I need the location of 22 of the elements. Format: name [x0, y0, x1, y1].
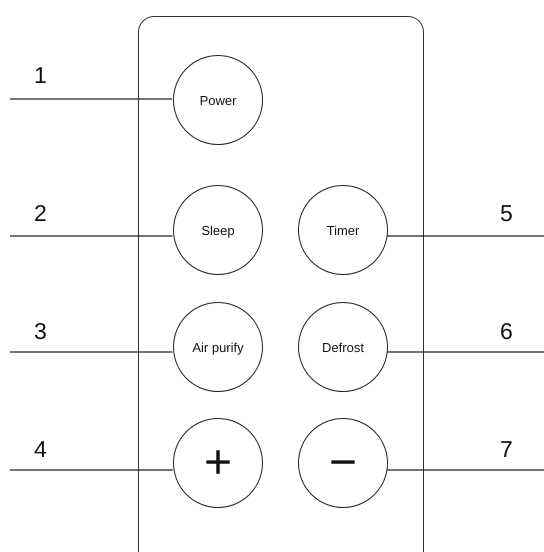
button-label: − — [328, 439, 358, 487]
callout-number: 4 — [34, 436, 47, 462]
leader-line — [386, 469, 544, 471]
callout-number: 6 — [500, 318, 513, 344]
leader-line — [386, 351, 544, 353]
callout-number: 5 — [500, 200, 513, 226]
leader-line — [386, 235, 544, 237]
button-label: Defrost — [322, 340, 364, 354]
callout-number: 3 — [34, 318, 47, 344]
button-label: Sleep — [201, 224, 235, 236]
leader-line — [10, 351, 172, 353]
button-label: Power — [200, 94, 236, 106]
button-label: Timer — [326, 224, 360, 236]
button-label: + — [204, 439, 232, 487]
callout-number: 7 — [500, 436, 513, 462]
remote-body — [138, 16, 424, 552]
leader-line — [10, 469, 173, 471]
button-label: Air purify — [192, 340, 244, 354]
callout-number: 1 — [34, 62, 47, 88]
leader-line — [10, 98, 172, 100]
leader-line — [10, 235, 173, 237]
callout-number: 2 — [34, 200, 47, 226]
